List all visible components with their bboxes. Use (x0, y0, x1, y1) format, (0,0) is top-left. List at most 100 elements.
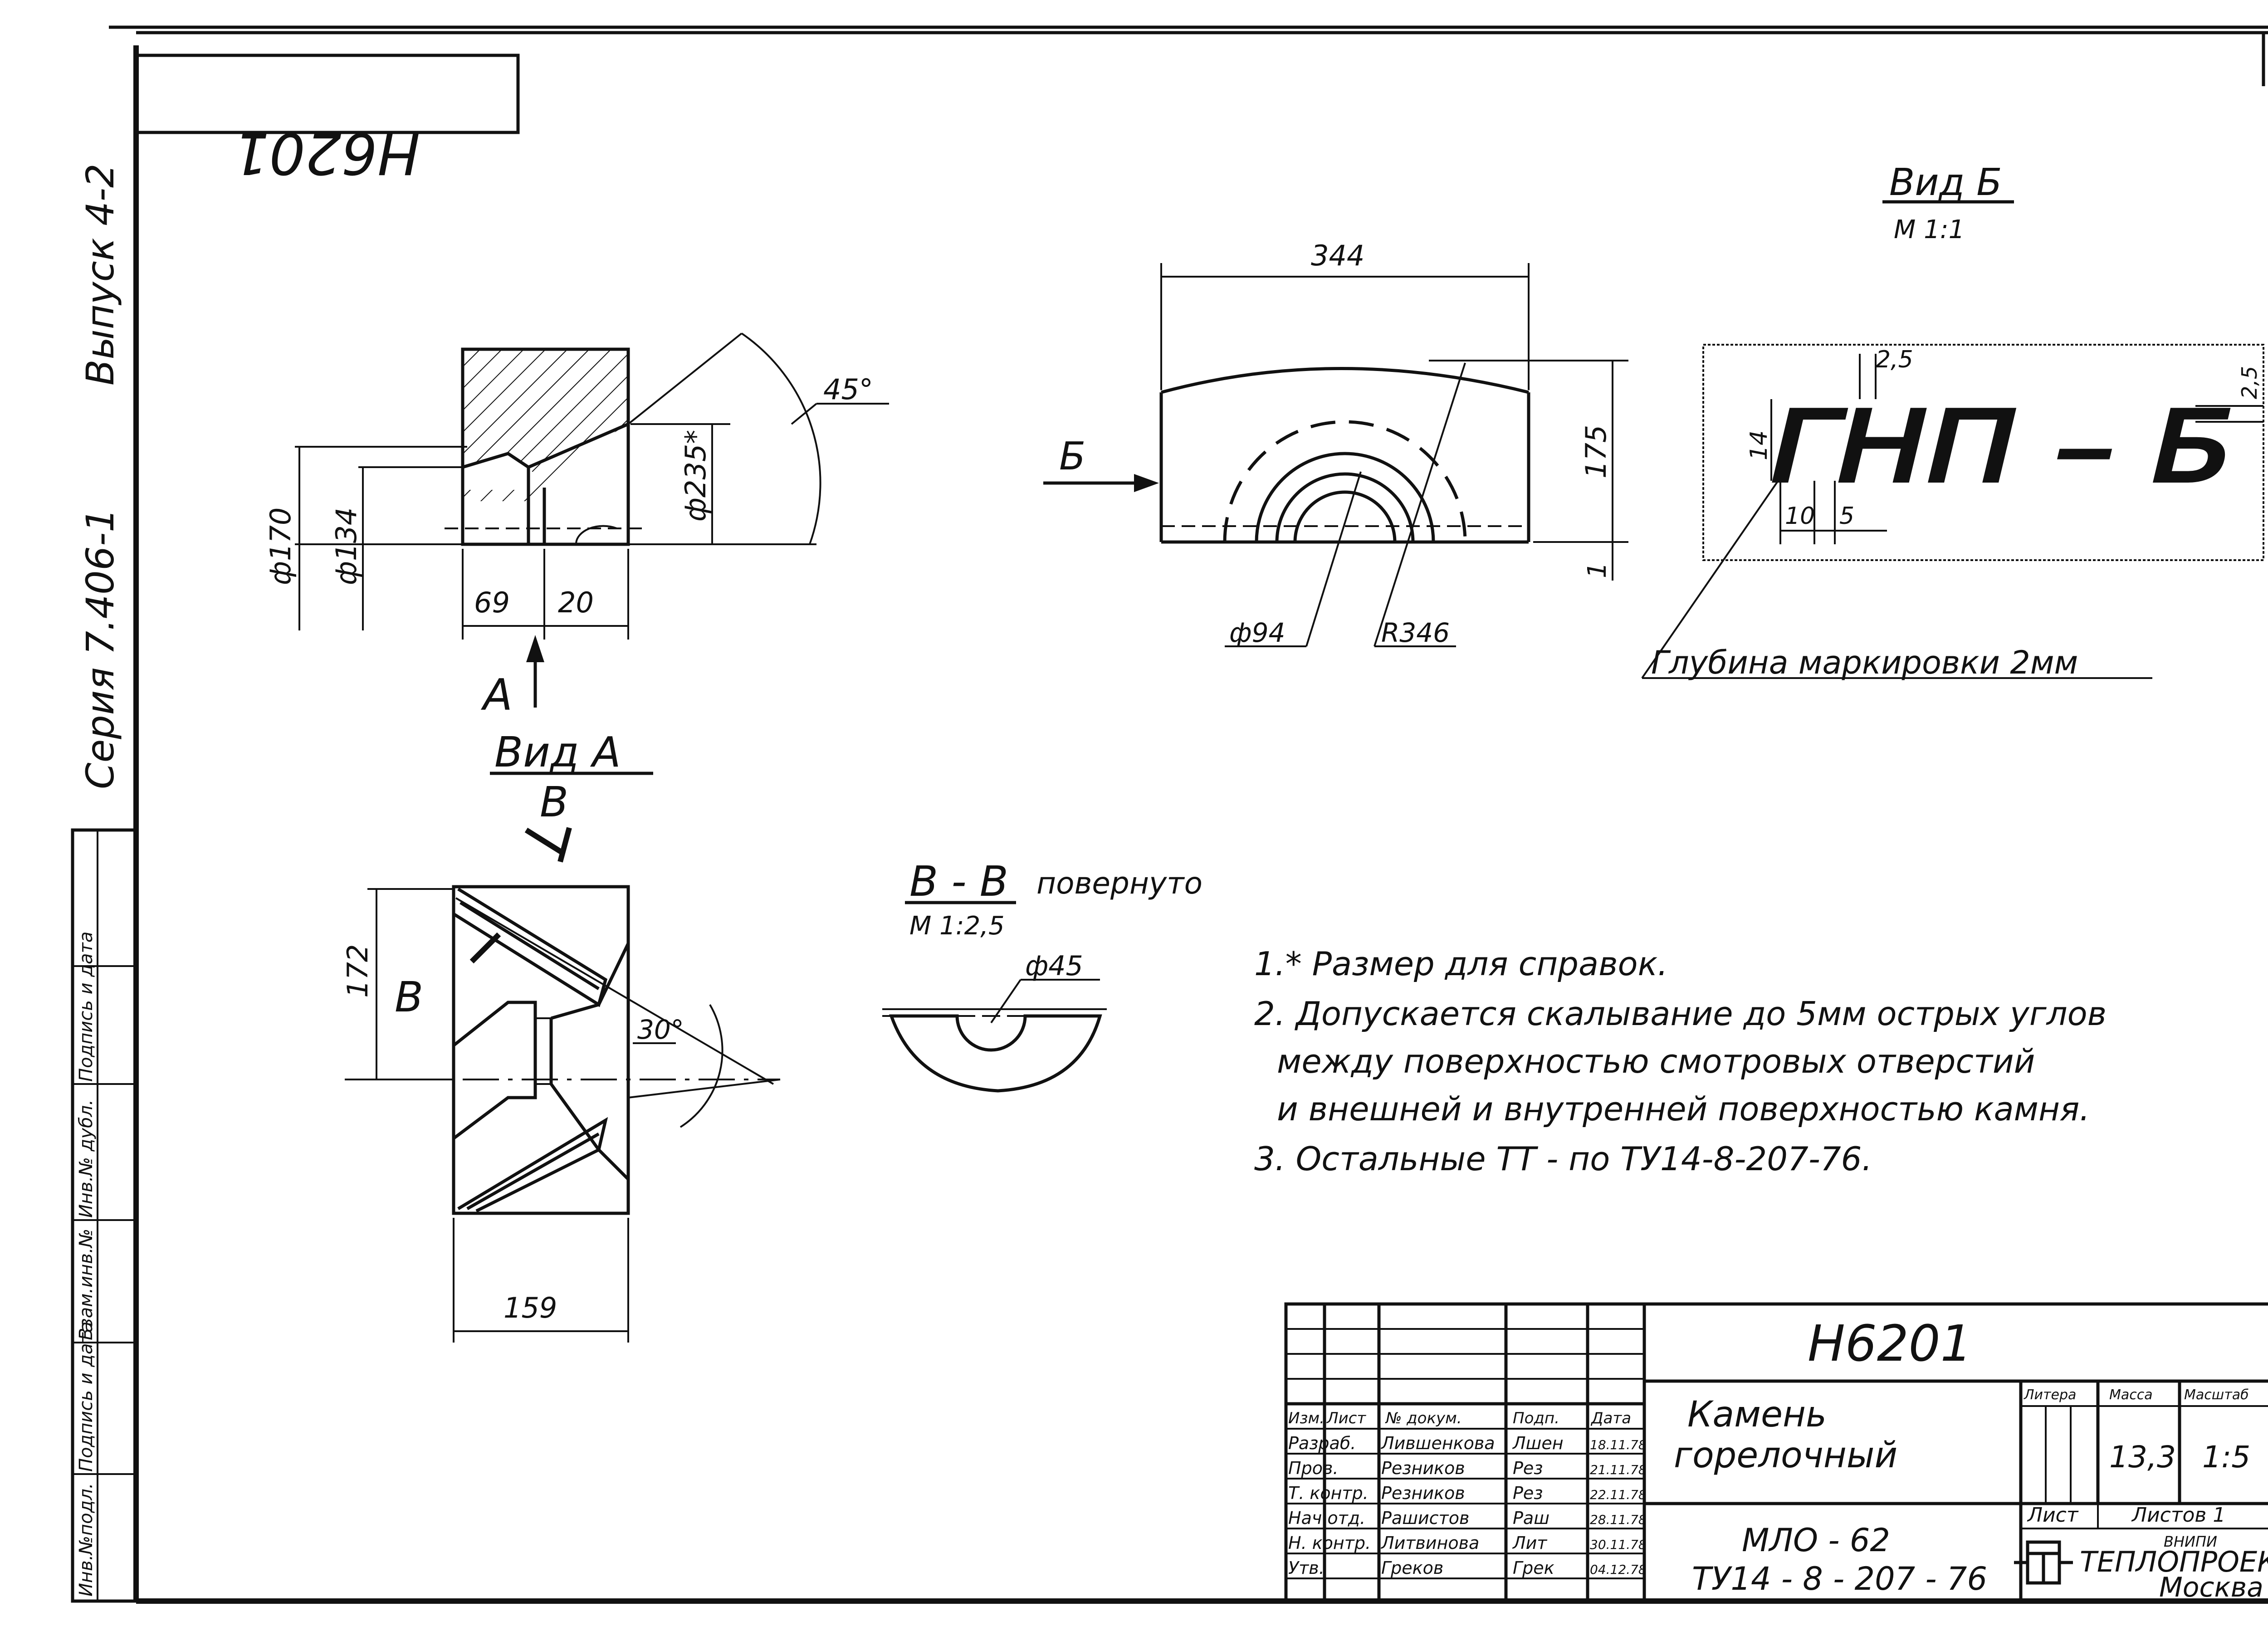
note-1: 1.* Размер для справок. (1254, 945, 1668, 983)
tb-row-name: Греков (1381, 1558, 1443, 1578)
tb-litera-label: Литера (2024, 1387, 2076, 1403)
tb-row: Утв. Греков Грек 04.12.78 (1288, 1558, 1647, 1578)
tb-code: Н6201 (1808, 1314, 1972, 1372)
tb-scale-value: 1:5 (2202, 1440, 2250, 1475)
note-2: 2. Допускается скалывание до 5мм острых … (1254, 995, 2107, 1033)
dim-r346: R346 (1381, 617, 1450, 648)
dim-w25b: 2,5 (2237, 366, 2262, 399)
mirrored-code-stamp: Н6201 (135, 54, 520, 186)
tb-row-name: Литвинова (1380, 1533, 1479, 1553)
note-3: 3. Остальные ТТ - по ТУ14-8-207-76. (1254, 1140, 1872, 1178)
tb-org-name: ТЕПЛОПРОЕКТ (2080, 1545, 2268, 1578)
tb-row-date: 28.11.78 (1590, 1512, 1647, 1527)
tb-org-small: ВНИПИ (2164, 1533, 2217, 1550)
dim-h14: 14 (1745, 430, 1773, 460)
dim-h175: 175 (1579, 425, 1613, 479)
tb-row-sign: Грек (1513, 1558, 1554, 1578)
dim-d45: ф45 (1025, 950, 1083, 982)
tb-row-date: 04.12.78 (1590, 1562, 1647, 1577)
tb-row: Т. контр. Резников Рез 22.11.78 (1288, 1483, 1647, 1503)
section-view-left: ф170 ф134 ф235* 45° 69 20 А (264, 332, 889, 720)
dim-d235: ф235* (679, 430, 712, 522)
tb-scale-label: Масштаб (2184, 1387, 2249, 1403)
tb-row-role: Т. контр. (1288, 1483, 1369, 1503)
dim-w159: 159 (503, 1291, 557, 1324)
tb-row-date: 30.11.78 (1590, 1537, 1647, 1552)
dim-w10: 10 (1785, 503, 1815, 530)
tb-name-1: Камень (1687, 1394, 1827, 1435)
tb-row-role: Нач.отд. (1288, 1508, 1365, 1528)
tb-sheets-label: Листов 1 (2131, 1504, 2225, 1527)
tb-row-role: Утв. (1288, 1558, 1325, 1578)
notes: 1.* Размер для справок. 2. Допускается с… (1254, 945, 2107, 1178)
tb-name-2: горелочный (1674, 1435, 1897, 1476)
tb-row: Нач.отд. Рашистов Раш 28.11.78 (1288, 1508, 1647, 1528)
section-bb-title: В - В (909, 857, 1008, 906)
marking-text: ГНП – Б (1771, 390, 2234, 504)
tb-row-sign: Лит (1512, 1533, 1548, 1553)
tb-material-2: ТУ14 - 8 - 207 - 76 (1692, 1560, 1987, 1597)
marking-depth-note: Глубина маркировки 2мм (1651, 644, 2078, 681)
tb-row-sign: Лшен (1512, 1433, 1564, 1453)
strip-label-1: Инв.№подл. (76, 1483, 97, 1597)
dim-angle30: 30° (637, 1014, 684, 1045)
strip-label-4: Инв.№ дубл. (76, 1099, 97, 1218)
tb-row: Пров. Резников Рез 21.11.78 (1288, 1458, 1647, 1478)
tb-hdr-date: Дата (1590, 1409, 1631, 1427)
note-2-cont-2: и внешней и внутренней поверхностью камн… (1277, 1090, 2090, 1128)
tb-row: Н. контр. Литвинова Лит 30.11.78 (1288, 1533, 1647, 1553)
tb-mass-label: Масса (2109, 1387, 2153, 1403)
dim-w20: 20 (558, 586, 594, 619)
dim-w25a: 2,5 (1876, 346, 1913, 373)
view-a-title: Вид А (494, 728, 621, 776)
dim-d134: ф134 (330, 508, 363, 585)
tb-row-sign: Рез (1513, 1458, 1543, 1478)
tb-row-sign: Раш (1513, 1508, 1549, 1528)
tb-row-role: Разраб. (1288, 1433, 1356, 1453)
tb-city: Москва (2159, 1572, 2263, 1603)
dim-angle45: 45° (823, 373, 873, 406)
issue-label: Выпуск 4-2 (78, 164, 122, 386)
mirrored-code-text: Н6201 (233, 120, 420, 186)
dim-d94: ф94 (1229, 617, 1285, 648)
tb-row-sign: Рез (1513, 1483, 1543, 1503)
view-b: Вид Б М 1:1 ГНП – Б 14 2,5 2,5 10 5 Глуб… (1641, 161, 2264, 681)
tb-sheet-label: Лист (2027, 1504, 2079, 1527)
section-bb-scale: М 1:2,5 (909, 911, 1005, 941)
tb-row-date: 22.11.78 (1590, 1487, 1647, 1502)
section-bb: В - В повернуто М 1:2,5 ф45 (882, 857, 1202, 1093)
view-b-scale: М 1:1 (1894, 215, 1965, 244)
tb-hdr-izm: Изм. (1288, 1409, 1325, 1427)
dim-w5: 5 (1839, 503, 1854, 530)
tb-row-date: 21.11.78 (1590, 1462, 1647, 1477)
section-bb-rotated: повернуто (1036, 866, 1202, 901)
tb-row-date: 18.11.78 (1590, 1437, 1647, 1452)
tb-row: Разраб. Лившенкова Лшен 18.11.78 (1288, 1433, 1647, 1453)
dim-w69: 69 (474, 586, 510, 619)
front-view: 344 175 1 ф94 R346 Б (1043, 239, 1628, 648)
view-a-section-mark: В (540, 778, 568, 826)
strip-label-5: Подпись и дата (76, 932, 97, 1082)
view-a: Вид А В 172 В 159 (341, 728, 781, 1343)
strip-label-2: Подпись и дата (76, 1322, 97, 1472)
dim-d170: ф170 (264, 508, 297, 585)
tb-row-role: Н. контр. (1288, 1533, 1371, 1553)
view-a-side-mark: В (395, 973, 423, 1021)
arrow-b-label: Б (1059, 434, 1085, 479)
strip-label-3: Взам.инв.№ (76, 1229, 97, 1340)
tb-material-1: МЛО - 62 (1742, 1522, 1890, 1559)
note-2-cont-1: между поверхностью смотровых отверстий (1277, 1042, 2035, 1080)
tb-mass-value: 13,3 (2109, 1440, 2176, 1475)
tb-row-role: Пров. (1288, 1458, 1338, 1478)
dim-small1: 1 (1583, 562, 1612, 578)
tb-hdr-sign: Подп. (1513, 1409, 1559, 1427)
tb-hdr-doc: № докум. (1385, 1409, 1462, 1427)
org-logo-icon (2014, 1540, 2073, 1585)
arrow-a-label: А (480, 670, 513, 720)
tb-row-name: Резников (1381, 1458, 1465, 1478)
tb-row-name: Рашистов (1381, 1508, 1469, 1528)
tb-row-name: Лившенкова (1380, 1433, 1495, 1453)
dim-h172: 172 (341, 944, 374, 998)
